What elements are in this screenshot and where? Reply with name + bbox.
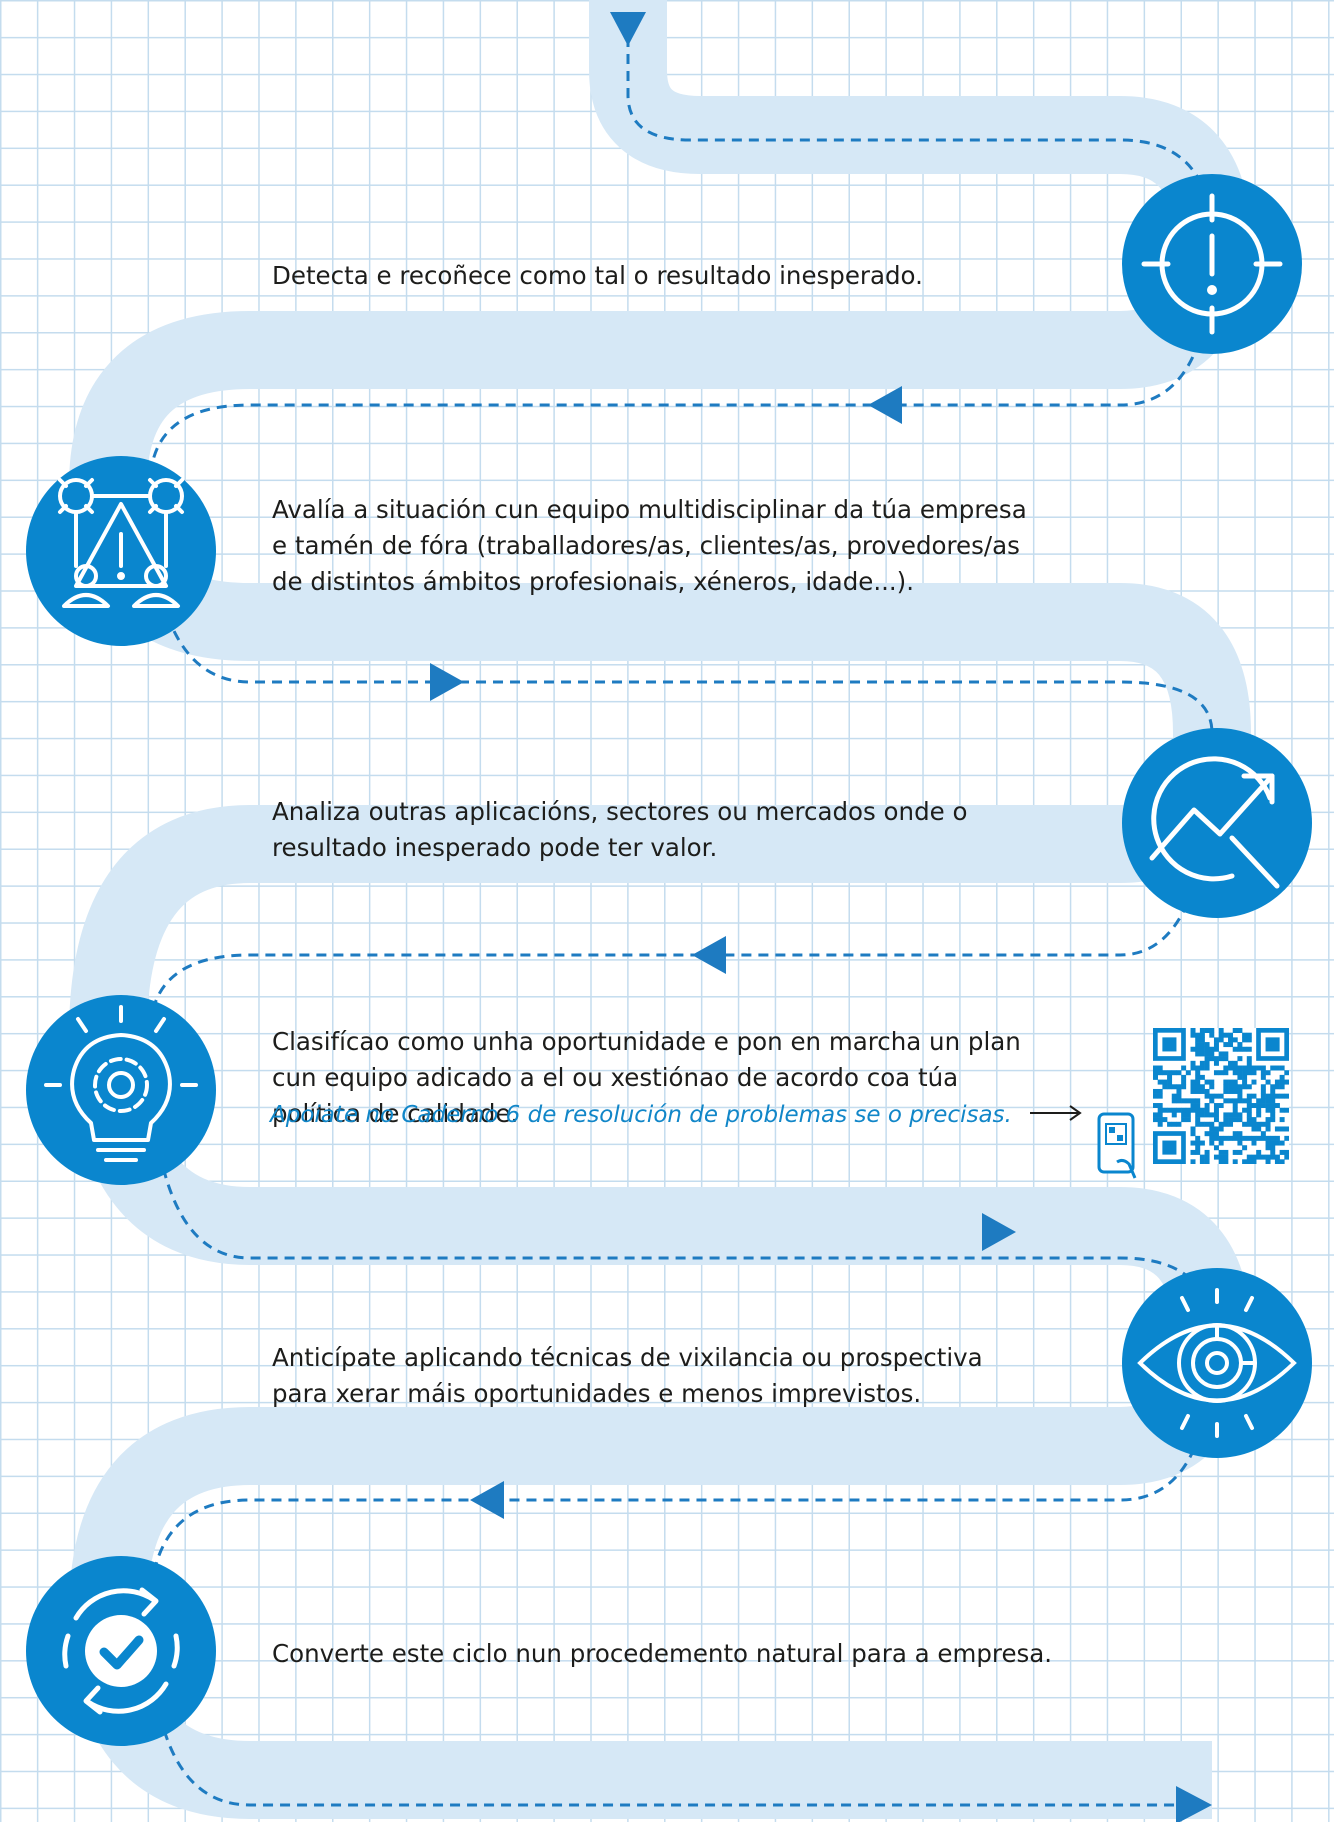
step-3-text: Analiza outras aplicacións, sectores ou …	[272, 797, 968, 862]
note-arrow-icon	[1030, 1105, 1082, 1121]
arrow-left-icon	[692, 936, 726, 974]
step-2-text: Avalía a situación cun equipo multidisci…	[272, 495, 1027, 596]
eye-chart-icon	[1122, 1268, 1312, 1458]
target-alert-icon	[1122, 174, 1302, 354]
arrow-right-icon	[982, 1213, 1016, 1251]
team-warning-icon	[26, 456, 216, 646]
step-5-text: Anticípate aplicando técnicas de vixilan…	[272, 1343, 983, 1408]
step-6-text: Converte este ciclo nun procedemento nat…	[272, 1639, 1053, 1668]
step-1-text: Detecta e recoñece como tal o resultado …	[272, 261, 923, 290]
arrow-left-icon	[868, 386, 902, 424]
lightbulb-gear-icon	[26, 995, 216, 1185]
arrow-down-icon	[610, 12, 646, 46]
growth-search-icon	[1122, 728, 1312, 918]
step-4-note[interactable]: Apoiate no Caderno 6 de resolución de pr…	[270, 1102, 1012, 1128]
phone-scan-icon	[1097, 1112, 1137, 1179]
arrow-left-icon	[470, 1481, 504, 1519]
cycle-check-icon	[26, 1556, 216, 1746]
arrow-right-icon	[1176, 1786, 1212, 1822]
step-4-text: Clasifícao como unha oportunidade e pon …	[272, 1027, 1021, 1128]
arrow-right-icon	[430, 663, 464, 701]
qr-code[interactable]	[1153, 1028, 1289, 1164]
